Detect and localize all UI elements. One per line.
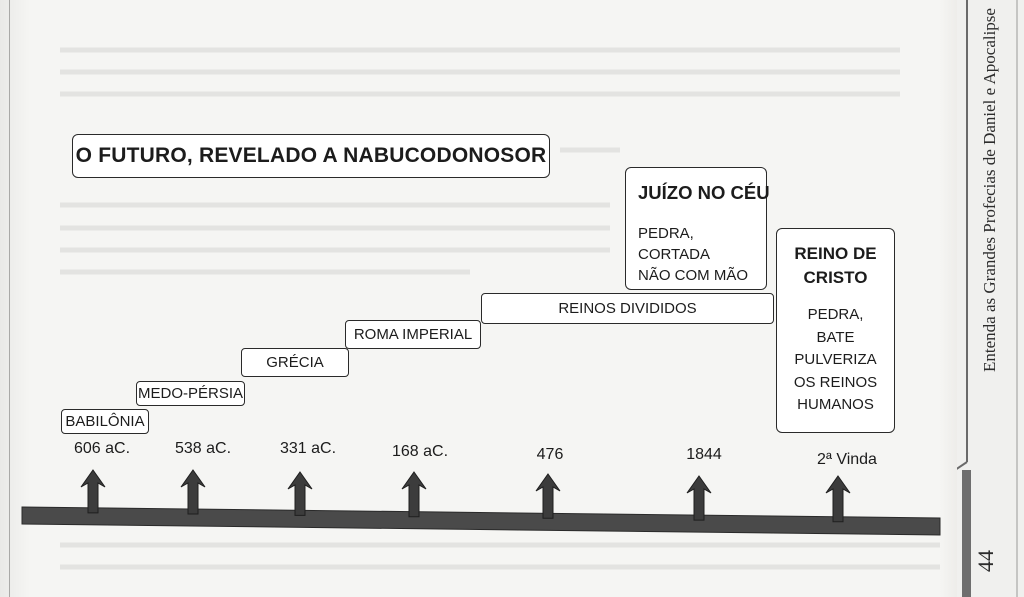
kingdom-reinos-divididos: REINOS DIVIDIDOS (481, 293, 774, 324)
book-title-vertical: Entenda as Grandes Profecias de Daniel e… (980, 8, 999, 372)
kingdom-roma-imperial: ROMA IMPERIAL (345, 320, 481, 349)
date-label: 1844 (686, 446, 722, 463)
main-title: O FUTURO, REVELADO A NABUCODONOSOR (72, 134, 550, 178)
date-label: 168 aC. (391, 443, 449, 460)
date-label: 2ª Vinda (817, 451, 877, 468)
juizo-box: JUÍZO NO CÉU PEDRA, CORTADA NÃO COM MÃO (625, 167, 770, 290)
kingdom-grecia: GRÉCIA (241, 348, 349, 377)
date-label: 538 aC. (174, 440, 232, 457)
reino-description: PEDRA, BATE PULVERIZA OS REINOS HUMANOS (793, 306, 878, 413)
date-label: 331 aC. (279, 440, 337, 457)
juizo-description: PEDRA, CORTADA NÃO COM MÃO (638, 225, 749, 284)
date-label: 606 aC. (73, 440, 131, 457)
page-gutter-line (9, 0, 10, 597)
page-number: 44 (973, 550, 998, 572)
reino-box: REINO DE CRISTO PEDRA, BATE PULVERIZA OS… (776, 228, 895, 433)
date-label: 476 (536, 446, 564, 463)
reino-title: REINO DE CRISTO (794, 244, 877, 287)
kingdom-babilonia: BABILÔNIA (61, 409, 149, 434)
book-sidebar (957, 0, 1024, 597)
kingdom-medo-persia: MEDO-PÉRSIA (136, 381, 245, 406)
juizo-title: JUÍZO NO CÉU (638, 182, 770, 203)
